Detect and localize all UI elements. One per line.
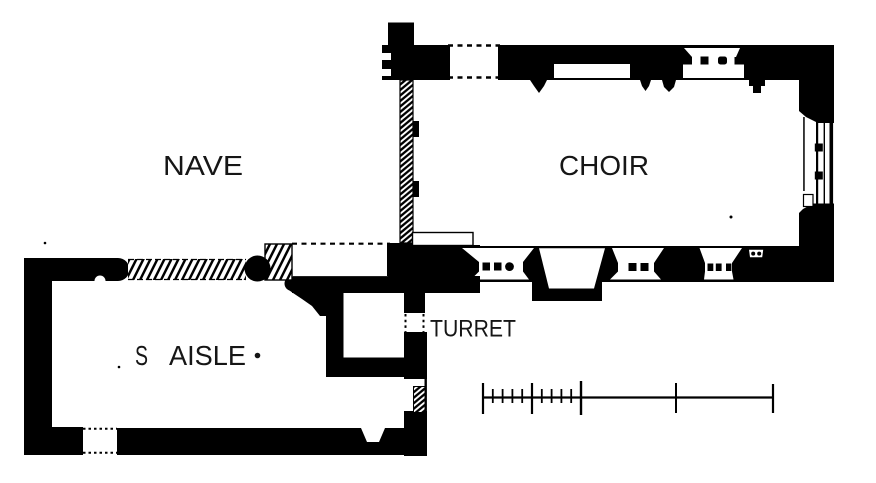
svg-text:CHOIR: CHOIR: [559, 150, 649, 181]
svg-text:TURRET: TURRET: [430, 316, 516, 343]
svg-text:S: S: [135, 340, 148, 371]
svg-text:AISLE: AISLE: [169, 340, 246, 371]
svg-text:NAVE: NAVE: [163, 150, 243, 181]
